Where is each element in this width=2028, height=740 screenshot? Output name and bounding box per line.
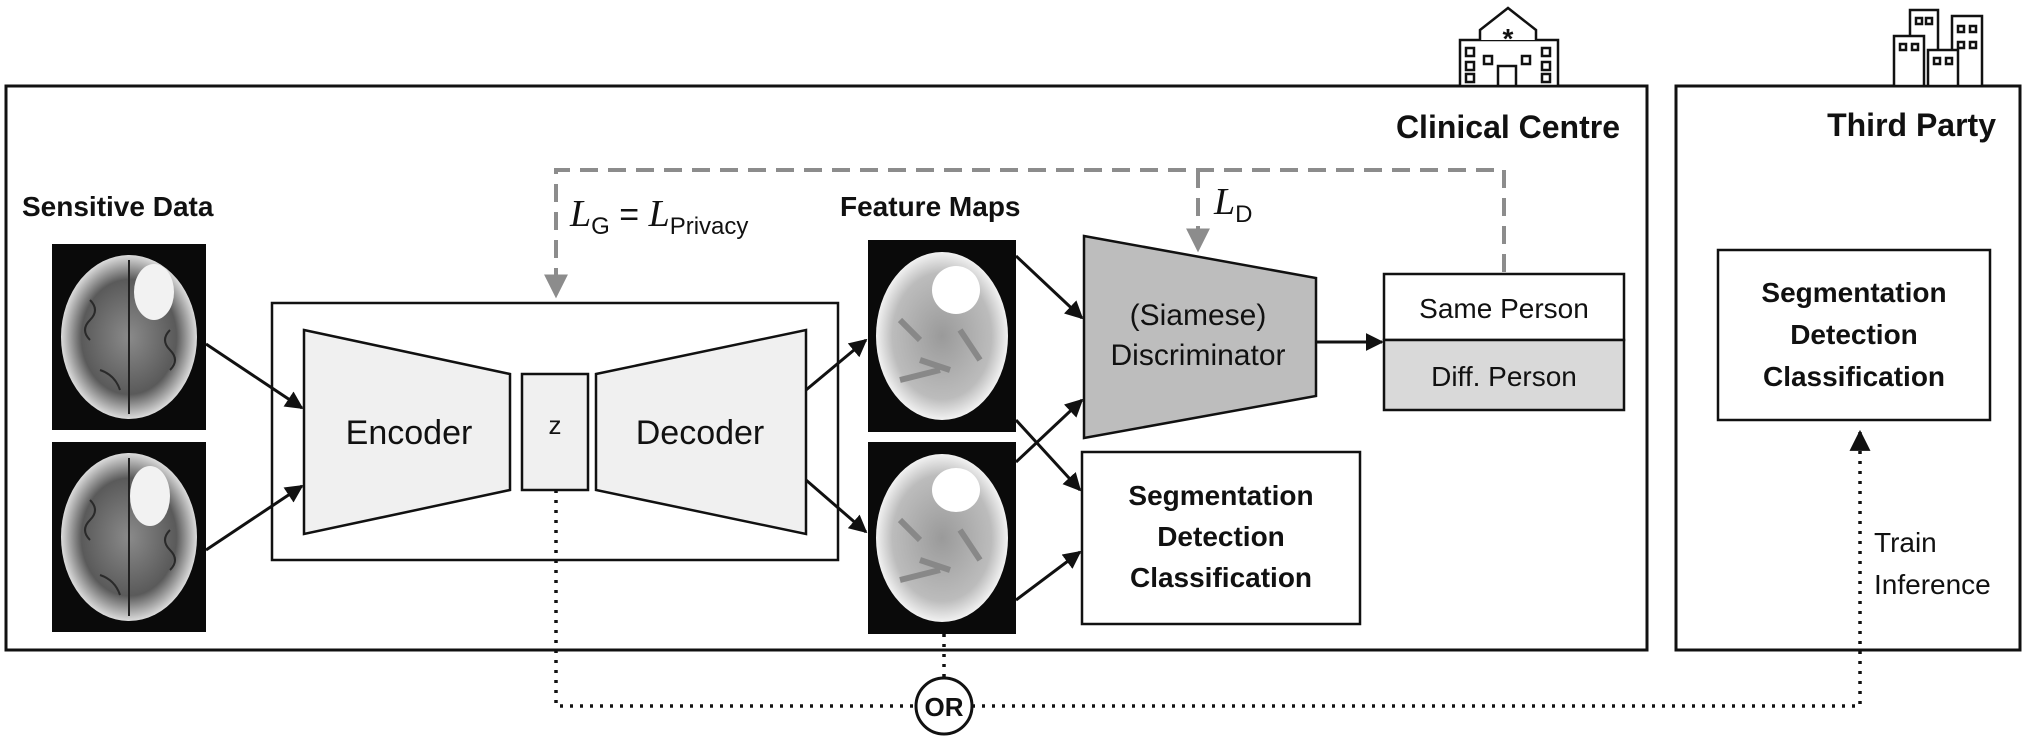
solid-arrows bbox=[205, 254, 1384, 602]
third-party-title: Third Party bbox=[1827, 107, 1996, 143]
arrow-feature1-task bbox=[1014, 418, 1082, 492]
feature-maps-label: Feature Maps bbox=[840, 191, 1021, 222]
arrow-decoder-feature1 bbox=[805, 338, 868, 392]
encoder-label: Encoder bbox=[346, 414, 473, 452]
arrow-image2-encoder bbox=[205, 484, 304, 552]
clinical-task-box bbox=[1080, 450, 1362, 626]
arrow-decoder-feature2 bbox=[805, 478, 868, 534]
decoder-block bbox=[594, 328, 808, 536]
city-buildings-icon bbox=[1892, 8, 1984, 88]
encoder-block bbox=[302, 328, 512, 536]
same-person-box bbox=[1382, 272, 1626, 342]
arrow-feature2-discriminator bbox=[1014, 398, 1084, 464]
clinical-centre-title: Clinical Centre bbox=[1396, 109, 1620, 145]
sensitive-image-top bbox=[52, 244, 206, 430]
or-label: OR bbox=[925, 692, 964, 722]
decoder-label: Decoder bbox=[636, 414, 765, 452]
latent-z-box bbox=[520, 372, 590, 492]
sensitive-data-label: Sensitive Data bbox=[22, 191, 214, 222]
loss-feedback-dashed bbox=[544, 168, 1506, 299]
sensitive-image-bottom bbox=[52, 442, 206, 632]
dotted-release-paths bbox=[554, 429, 1871, 708]
third-party-task-line2: Detection bbox=[1790, 319, 1918, 350]
arrow-feature2-task bbox=[1015, 550, 1082, 602]
discriminator-label-line2: Discriminator bbox=[1110, 339, 1285, 372]
third-party-task-box bbox=[1716, 248, 1992, 422]
svg-text:*: * bbox=[1503, 23, 1514, 54]
arrow-image1-encoder bbox=[205, 342, 304, 410]
siamese-discriminator-block bbox=[1082, 234, 1318, 440]
same-person-label: Same Person bbox=[1419, 293, 1589, 324]
arrow-feature1-discriminator bbox=[1014, 254, 1084, 320]
third-party-task-line1: Segmentation bbox=[1761, 277, 1946, 308]
loss-g-label: LG = LPrivacy bbox=[569, 193, 748, 240]
diff-person-label: Diff. Person bbox=[1431, 361, 1577, 392]
loss-d-label: LD bbox=[1213, 181, 1252, 228]
latent-z-label: z bbox=[549, 410, 562, 440]
clinical-task-line2: Detection bbox=[1157, 521, 1285, 552]
or-circle bbox=[914, 676, 974, 736]
feature-map-top bbox=[868, 240, 1016, 432]
hospital-icon: * bbox=[1458, 6, 1560, 88]
train-label: Train bbox=[1874, 527, 1937, 558]
diff-person-box bbox=[1382, 338, 1626, 412]
third-party-task-line3: Classification bbox=[1763, 361, 1945, 392]
clinical-task-line3: Classification bbox=[1130, 562, 1312, 593]
feature-map-bottom bbox=[868, 442, 1016, 634]
clinical-task-line1: Segmentation bbox=[1128, 480, 1313, 511]
discriminator-label-line1: (Siamese) bbox=[1130, 299, 1267, 332]
inference-label: Inference bbox=[1874, 569, 1991, 600]
clinical-centre-frame bbox=[4, 84, 1649, 652]
third-party-frame bbox=[1674, 84, 2022, 652]
